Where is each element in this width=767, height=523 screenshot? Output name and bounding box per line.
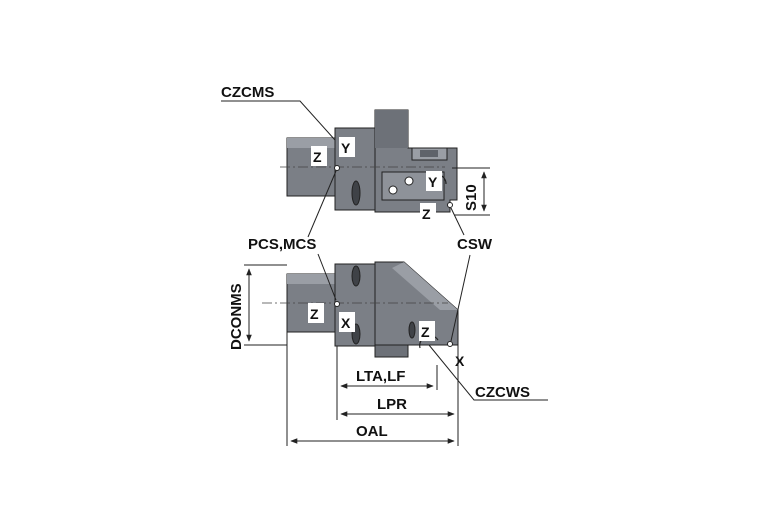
dconms-dimension: DCONMS (228, 264, 287, 350)
s10-dimension: S10 (452, 167, 490, 216)
side-view: Z X Z X (262, 261, 465, 369)
side-shank-x-box (339, 312, 355, 332)
side-head-z-box (419, 321, 435, 341)
top-mcs-point (334, 165, 340, 171)
lpr-label: LPR (377, 396, 407, 413)
top-shank-y-box (339, 137, 355, 157)
top-cs-point (447, 202, 453, 208)
top-shank-z-label: Z (313, 149, 322, 165)
top-flange-slot (351, 180, 361, 206)
side-body-foot (374, 344, 409, 358)
side-shank-z-label: Z (310, 306, 319, 322)
top-head-z-label: Z (422, 206, 431, 222)
czcms-label: CZCMS (221, 84, 274, 101)
side-mcs-point (334, 301, 340, 307)
csw-label: CSW (457, 236, 493, 253)
side-flange-slot-top (351, 265, 361, 287)
top-head-y-box (426, 171, 442, 191)
top-shank-shade (287, 138, 337, 148)
side-shank-z-box (308, 303, 324, 323)
top-view: Z Y Y Z (280, 109, 458, 223)
s10-label: S10 (463, 184, 480, 211)
side-head-x-label: X (455, 353, 465, 369)
oal-label: OAL (356, 423, 388, 440)
czcws-label: CZCWS (475, 384, 530, 401)
top-hole-2 (404, 176, 414, 186)
side-shank-shade (287, 274, 337, 284)
side-head-z-label: Z (421, 324, 430, 340)
top-clamp-screw (420, 150, 438, 157)
side-body-chamfer (392, 262, 458, 310)
side-cs-point (447, 341, 453, 347)
side-shank-x-label: X (341, 315, 351, 331)
top-body-upper (375, 110, 408, 148)
top-head-z-box (420, 203, 436, 223)
top-head-y-label: Y (428, 174, 438, 190)
dconms-label: DCONMS (228, 283, 245, 350)
lta-lf-label: LTA,LF (356, 368, 405, 385)
top-shank-y-label: Y (341, 140, 351, 156)
leader-labels: CZCMS PCS,MCS CSW CZCWS (221, 84, 548, 401)
length-dimensions: LTA,LF LPR OAL (286, 332, 459, 446)
side-insert-slot (408, 321, 416, 339)
top-shank-z-box (311, 146, 327, 166)
top-hole-1 (388, 185, 398, 195)
pcs-mcs-label: PCS,MCS (248, 236, 316, 253)
